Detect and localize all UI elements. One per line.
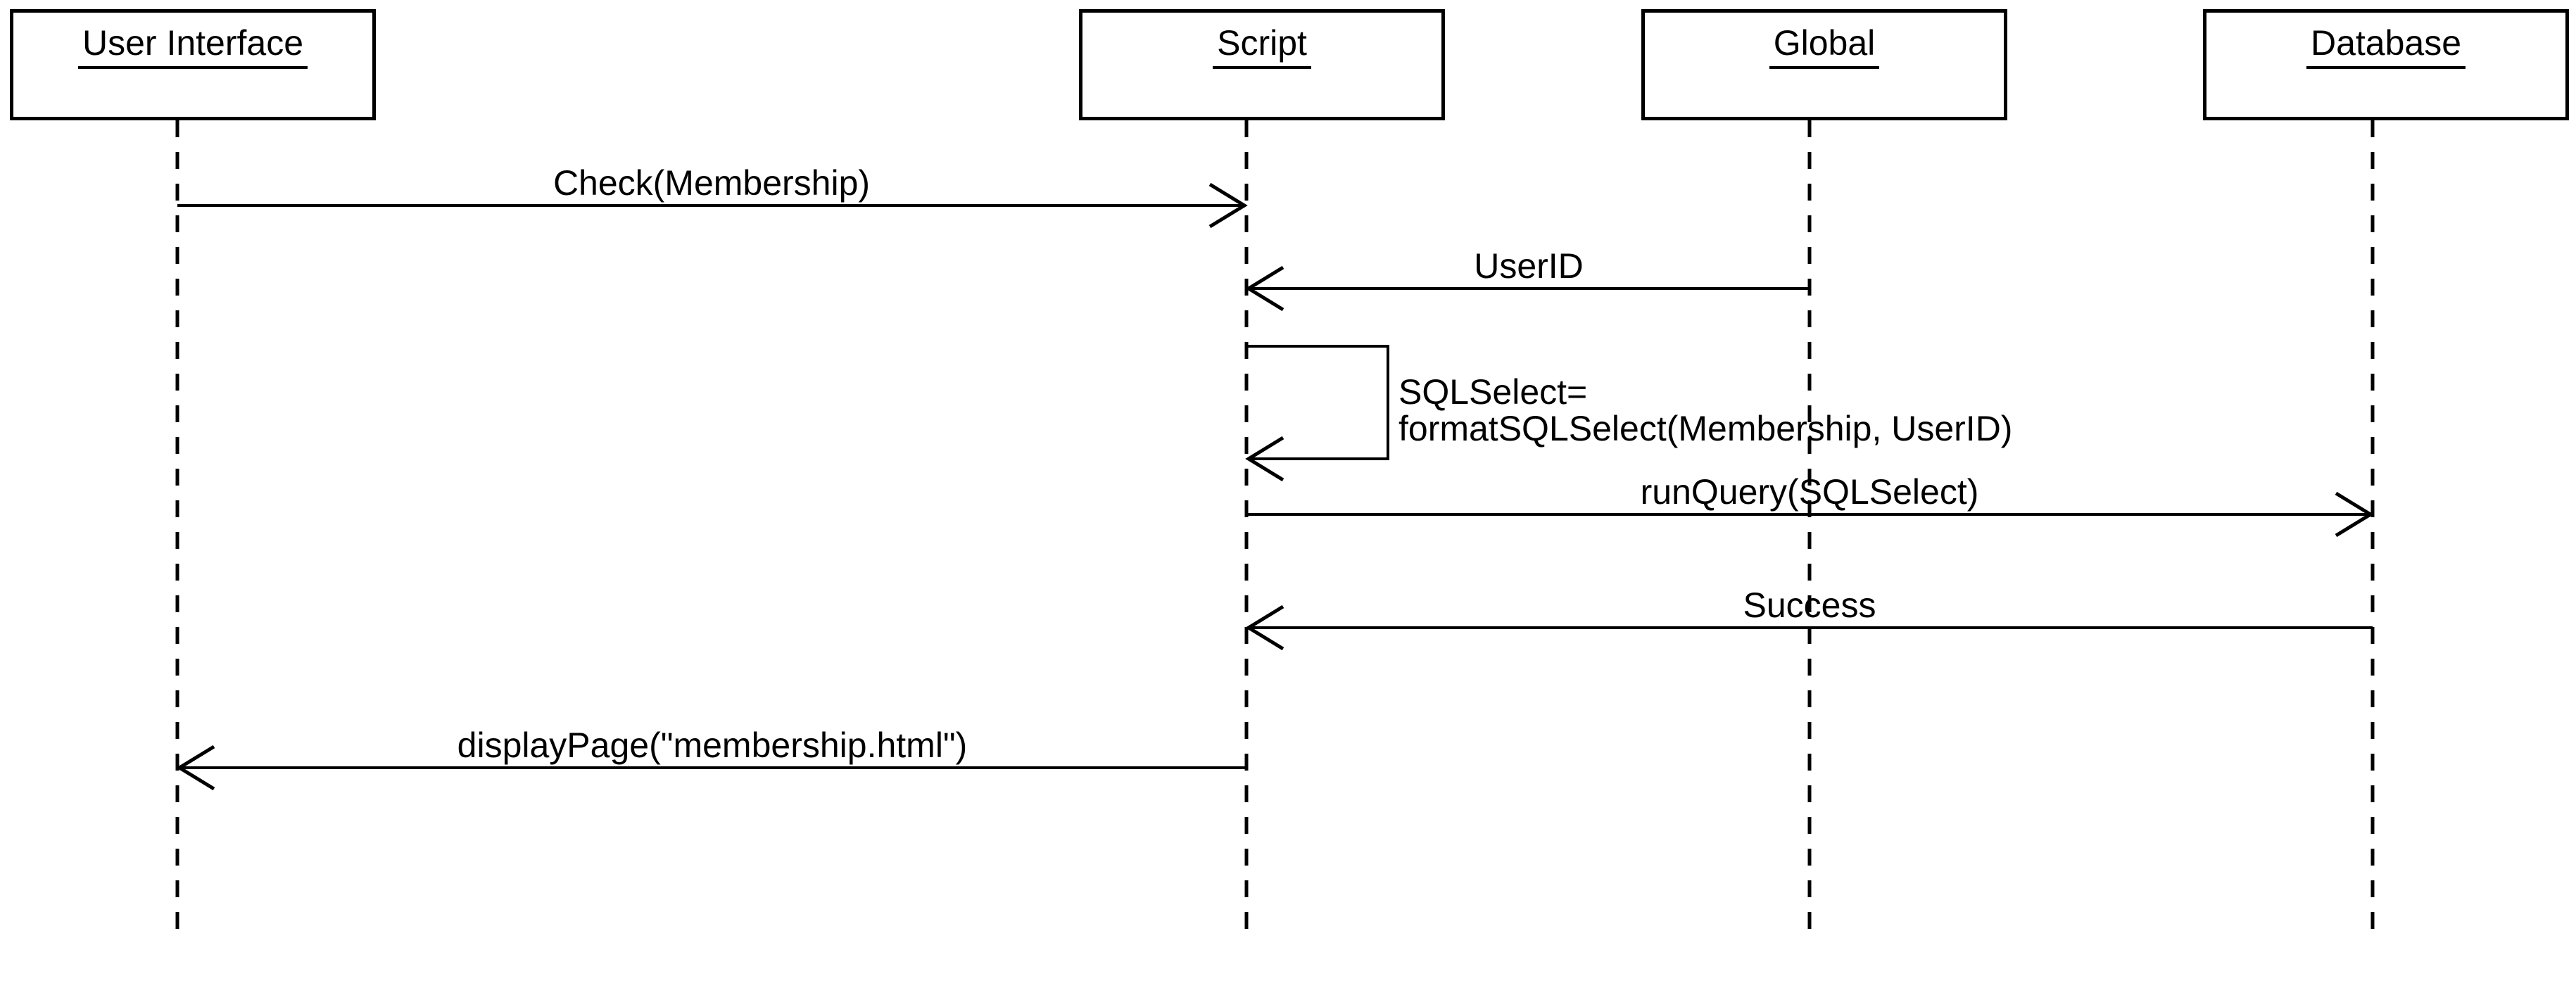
message-arrows [176,182,2374,791]
arrowhead-right-icon [1208,182,1248,229]
message-label-check-membership: Check(Membership) [553,163,871,203]
participant-label-user-interface: User Interface [77,24,308,69]
participant-box-script: Script [1079,9,1445,120]
arrowhead-right-icon [2335,491,2374,538]
message-label-self-call-line1: SQLSelect= [1399,372,1588,412]
arrow-userid [1245,265,1810,312]
participant-label-database: Database [2306,24,2466,69]
arrow-self-call-sqlselect [1245,345,1389,482]
participant-label-script: Script [1213,24,1311,69]
participant-box-database: Database [2203,9,2569,120]
participant-label-global: Global [1769,24,1880,69]
participant-box-user-interface: User Interface [10,9,376,120]
arrow-runquery [1246,491,2374,538]
message-label-runquery: runQuery(SQLSelect) [1640,472,1979,512]
arrow-check-membership [177,182,1248,229]
arrowhead-left-icon [176,745,215,791]
arrow-displaypage [176,745,1246,791]
participant-box-global: Global [1641,9,2007,120]
arrowhead-left-icon [1245,604,1284,651]
message-label-success: Success [1743,585,1876,625]
message-label-userid: UserID [1474,246,1584,286]
arrowhead-left-icon [1245,436,1284,482]
self-call-loop-line [1247,345,1389,460]
message-label-self-call-line2: formatSQLSelect(Membership, UserID) [1399,409,2013,448]
message-label-self-call: SQLSelect= formatSQLSelect(Membership, U… [1399,374,2012,447]
message-label-displaypage: displayPage("membership.html") [457,726,968,765]
lifelines [175,120,2375,929]
arrow-success [1245,604,2373,651]
arrowhead-left-icon [1245,265,1284,312]
